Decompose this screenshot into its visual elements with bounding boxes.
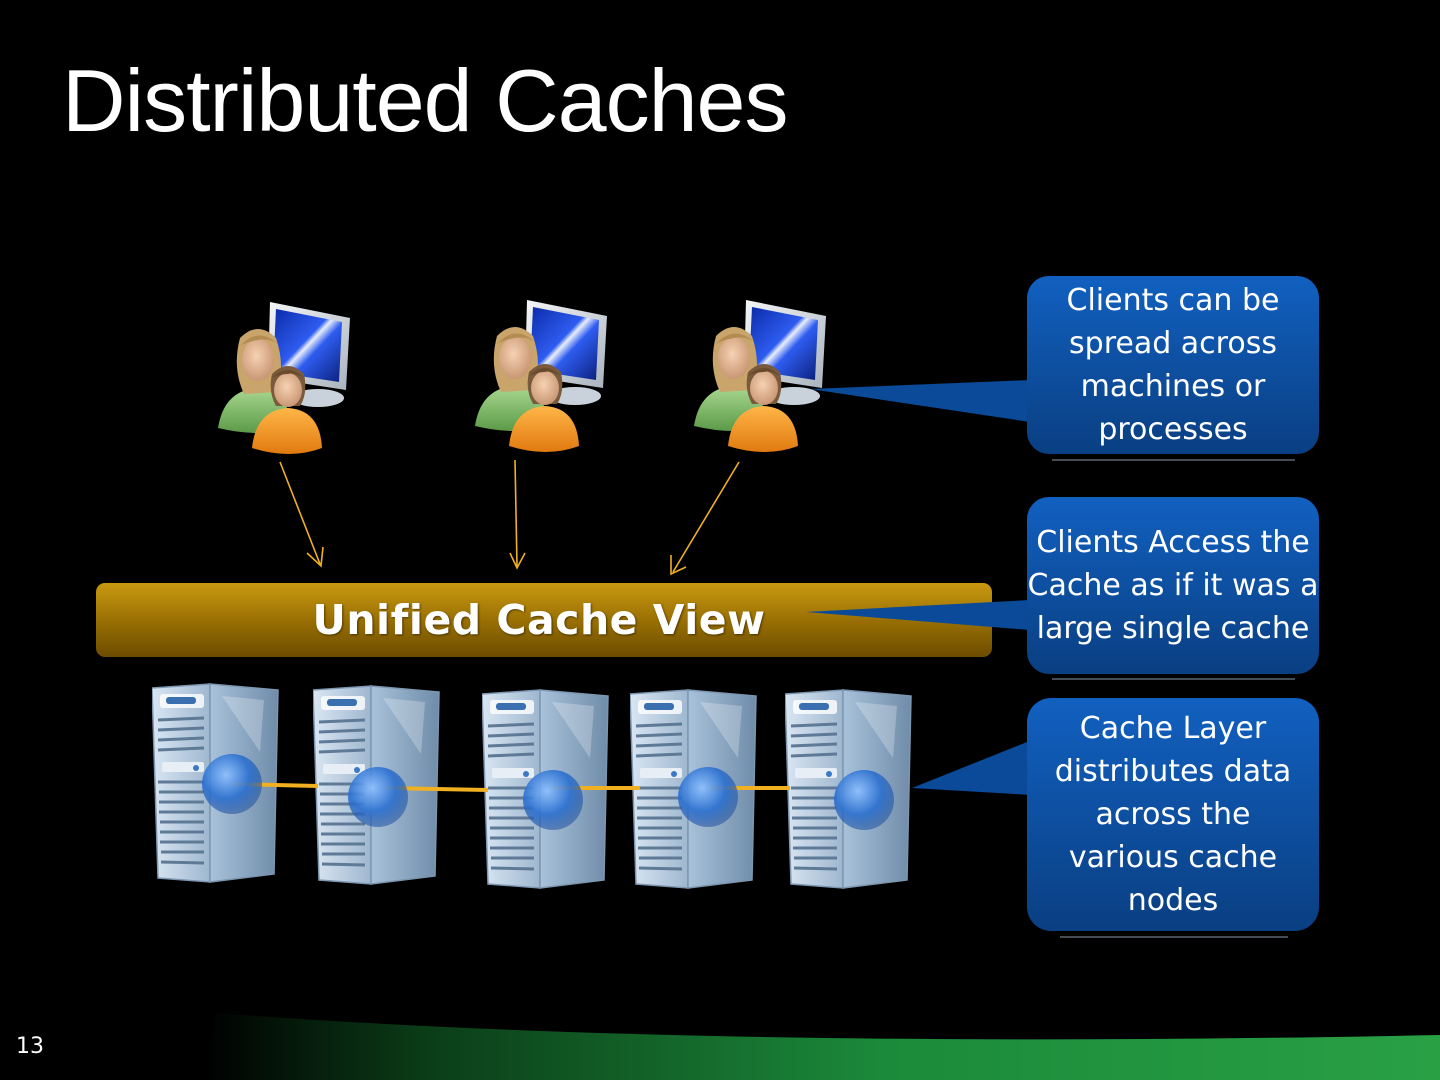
callout-1-shape — [810, 276, 1319, 461]
client-icon-3 — [694, 300, 826, 452]
client-icon-2 — [475, 300, 607, 452]
callout-2-text: Clients Access the Cache as if it was a … — [1027, 525, 1319, 646]
slide-title: Distributed Caches — [62, 51, 788, 150]
client-icon-1 — [218, 302, 350, 454]
callout-1-text: Clients can be spread across machines or… — [1066, 283, 1280, 447]
server-cluster — [152, 682, 913, 890]
callout-2-shape — [806, 497, 1319, 680]
unified-cache-label: Unified Cache View — [312, 596, 766, 644]
unified-cache-bar — [96, 583, 992, 657]
client-arrows — [279, 459, 740, 576]
footer-swoosh — [205, 1013, 1440, 1080]
slide-number: 13 — [16, 1034, 44, 1059]
callout-3-text: Cache Layer distributes data across the … — [1054, 711, 1292, 918]
callout-3-shape — [912, 698, 1319, 938]
